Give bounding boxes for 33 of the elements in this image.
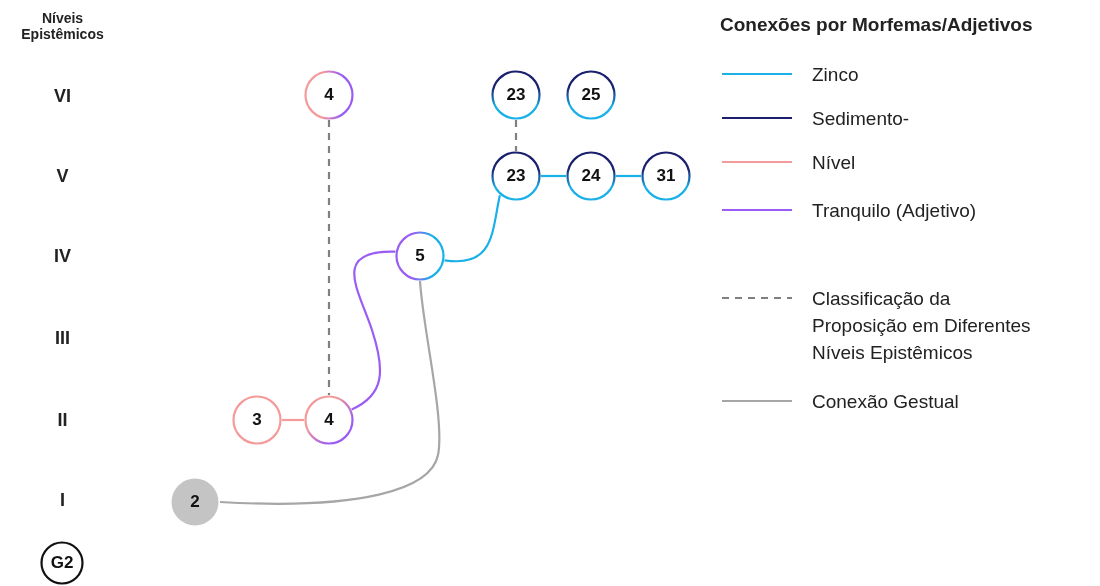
legend-text: Classificação da Proposição em Diferentes Níveis Epistêmicos [812, 287, 1032, 365]
legend-text: Tranquilo (Adjetivo) [812, 199, 978, 223]
connector-line [444, 194, 501, 263]
connector-line [219, 280, 441, 505]
number-circle: G2 [40, 541, 84, 585]
legend-text: Conexão Gestual [812, 390, 960, 414]
connector-line [541, 174, 566, 178]
legend-text: Zinco [812, 63, 860, 87]
level-label: I [59, 490, 66, 511]
number-circle: 2 [170, 477, 220, 527]
number-circle: 25 [566, 70, 616, 120]
number-circle: 3 [232, 395, 282, 445]
legend-text: Nível [812, 151, 857, 175]
number-circle: 5 [395, 231, 445, 281]
number-circle: 4 [304, 395, 354, 445]
number-circle: 24 [566, 151, 616, 201]
legend-text: Sedimento- [812, 107, 911, 131]
number-circle: 31 [641, 151, 691, 201]
connector-line [514, 120, 518, 151]
level-label: V [55, 166, 70, 187]
number-circle: 4 [304, 70, 354, 120]
level-label: II [56, 410, 69, 431]
number-circle: 23 [491, 151, 541, 201]
connector-line [616, 174, 641, 178]
legend-title: Conexões por Morfemas/Adjetivos [720, 14, 1034, 36]
level-label: VI [53, 86, 72, 107]
connector-line [282, 418, 304, 422]
axis-title: Níveis Epistêmicos [20, 10, 105, 42]
level-label: IV [53, 246, 72, 267]
number-circle: 23 [491, 70, 541, 120]
connector-line [327, 120, 331, 395]
connector-line [351, 250, 396, 411]
level-label: III [54, 328, 71, 349]
